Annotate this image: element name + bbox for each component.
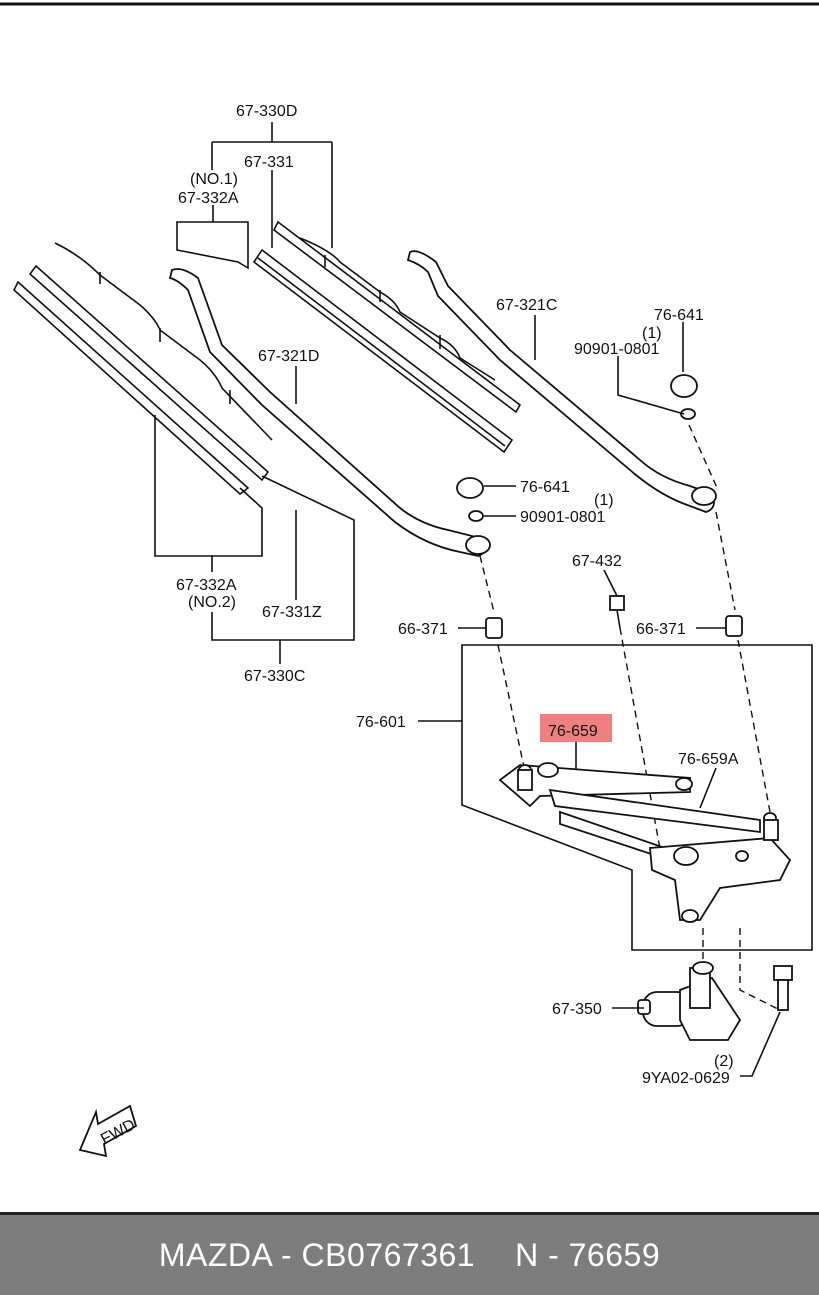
cap-76-641-mid — [456, 477, 484, 499]
bolt-9YA02-0629 — [773, 965, 793, 1011]
label-76-641-mid: 76-641 — [520, 479, 570, 496]
label-90901-0801-top: 90901-0801 — [574, 341, 660, 358]
wiper-linkage-diagram: FWD 67-330D (NO.1) 67-331 67-332A 67-321… — [0, 2, 819, 1158]
label-66-371-right: 66-371 — [636, 621, 686, 638]
bushing-66-371-right — [725, 615, 743, 637]
footer-diagram-number: N - 76659 — [515, 1236, 661, 1273]
label-67-330C: 67-330C — [244, 668, 305, 685]
nut-90901-top — [680, 408, 696, 420]
blade-67-331Z — [13, 242, 273, 496]
highlight-76-659 — [540, 714, 612, 742]
nut-90901-mid — [468, 510, 484, 522]
rubber-67-332A-box — [176, 221, 249, 270]
label-90901-0801-mid: 90901-0801 — [520, 509, 606, 526]
part-number-footer: MAZDA - CB0767361 N - 76659 — [0, 1212, 819, 1295]
bolt-67-432 — [609, 595, 625, 629]
label-67-332A-top: 67-332A — [178, 190, 239, 207]
label-9YA02-0629: 9YA02-0629 — [642, 1070, 730, 1087]
label-qty1-top: (1) — [642, 325, 662, 342]
label-76-601: 76-601 — [356, 714, 406, 731]
bushing-66-371-left — [485, 617, 503, 639]
arm-67-321C — [406, 250, 717, 513]
label-67-432: 67-432 — [572, 553, 622, 570]
label-76-659: 76-659 — [548, 723, 598, 740]
label-67-350: 67-350 — [552, 1001, 602, 1018]
label-no2: (NO.2) — [188, 594, 236, 611]
linkage-76-659 — [498, 762, 792, 923]
label-67-321D: 67-321D — [258, 348, 319, 365]
label-67-331Z: 67-331Z — [262, 604, 322, 621]
label-67-330D: 67-330D — [236, 103, 297, 120]
label-qty2: (2) — [714, 1053, 734, 1070]
leader-lines — [154, 122, 781, 1077]
motor-67-350 — [637, 961, 742, 1041]
cap-76-641-top — [670, 374, 698, 398]
blade-67-331 — [252, 220, 522, 454]
label-76-641-top: 76-641 — [654, 307, 704, 324]
label-qty1-mid: (1) — [594, 492, 614, 509]
label-67-331: 67-331 — [244, 154, 294, 171]
linkage-box-76-601 — [461, 644, 813, 951]
label-76-659A: 76-659A — [678, 751, 739, 768]
arm-67-321D — [168, 268, 491, 557]
label-66-371-left: 66-371 — [398, 621, 448, 638]
label-67-321C: 67-321C — [496, 297, 557, 314]
label-no1: (NO.1) — [190, 171, 238, 188]
fwd-arrow-icon: FWD — [78, 1104, 138, 1158]
label-67-332A-bottom: 67-332A — [176, 577, 237, 594]
footer-part-number: MAZDA - CB0767361 — [158, 1236, 476, 1273]
